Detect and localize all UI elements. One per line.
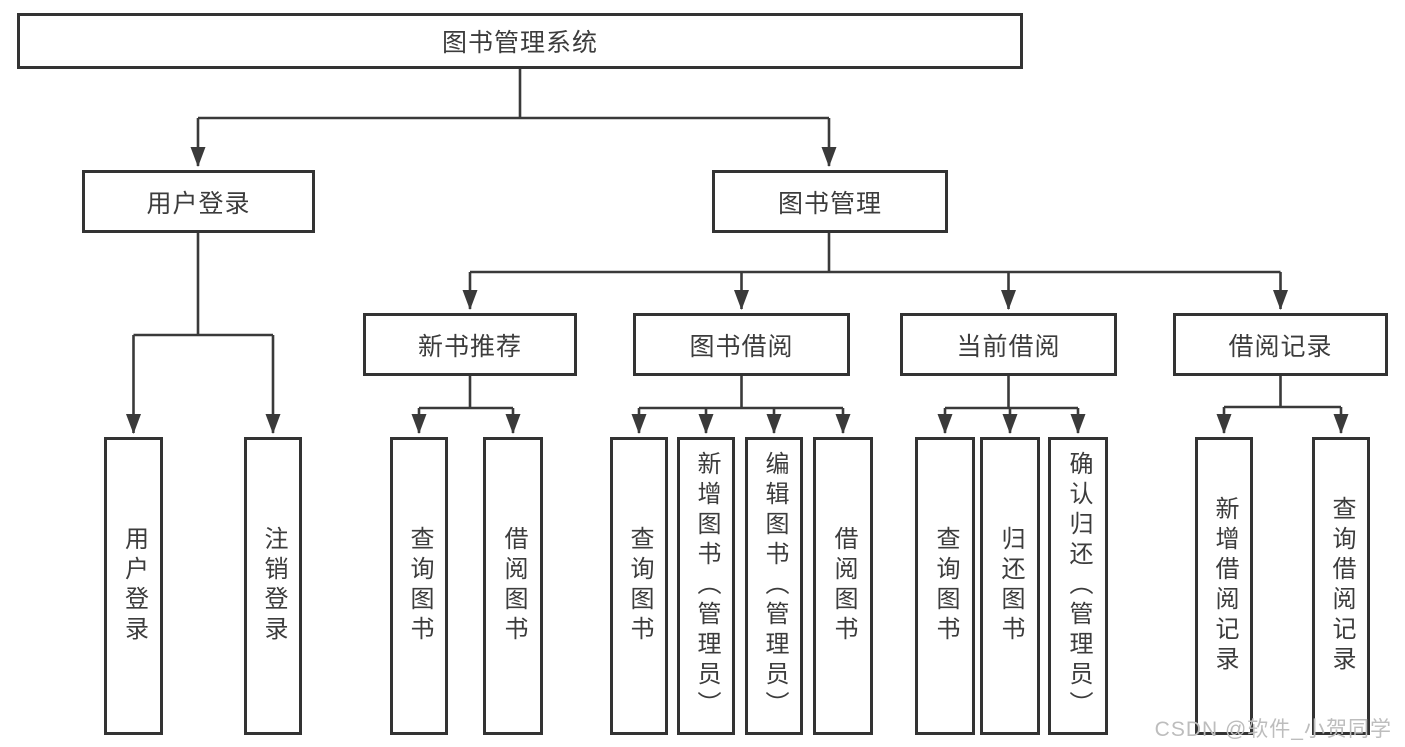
node-label: 查询图书 [932, 526, 959, 646]
node-label: 借阅记录 [1228, 332, 1333, 361]
leaf-query-borrow-record: 查询借阅记录 [1312, 437, 1370, 735]
leaf-confirm-return-admin: 确认归还（管理员） [1048, 437, 1108, 735]
node-library-management-system: 图书管理系统 [17, 13, 1023, 69]
leaf-add-books-admin: 新增图书（管理员） [677, 437, 735, 735]
node-label: 注销登录 [260, 526, 287, 646]
node-user-login: 用户登录 [82, 170, 315, 233]
node-label: 确认归还（管理员） [1065, 451, 1092, 721]
node-borrow-records: 借阅记录 [1173, 313, 1388, 376]
node-label: 查询图书 [406, 526, 433, 646]
leaf-borrow-books-1: 借阅图书 [483, 437, 543, 735]
node-current-borrow: 当前借阅 [900, 313, 1117, 376]
leaf-user-login: 用户登录 [104, 437, 163, 735]
leaf-return-books: 归还图书 [980, 437, 1040, 735]
node-label: 编辑图书（管理员） [761, 451, 788, 721]
node-label: 用户登录 [146, 189, 251, 218]
csdn-watermark: CSDN @软件_小贺同学 [1154, 718, 1392, 741]
leaf-query-books-2: 查询图书 [610, 437, 668, 735]
leaf-add-borrow-record: 新增借阅记录 [1195, 437, 1253, 735]
node-label: 新增借阅记录 [1211, 496, 1238, 676]
node-label: 图书管理 [777, 189, 882, 218]
node-label: 用户登录 [120, 526, 148, 646]
node-label: 查询借阅记录 [1328, 496, 1355, 676]
node-book-management: 图书管理 [712, 170, 948, 233]
leaf-query-books-1: 查询图书 [390, 437, 448, 735]
node-label: 归还图书 [997, 526, 1024, 646]
leaf-edit-books-admin: 编辑图书（管理员） [745, 437, 803, 735]
node-label: 图书管理系统 [441, 29, 598, 57]
node-label: 新书推荐 [417, 332, 522, 361]
node-label: 借阅图书 [830, 526, 857, 646]
node-label: 新增图书（管理员） [693, 451, 720, 721]
node-label: 查询图书 [626, 526, 653, 646]
node-book-borrow: 图书借阅 [633, 313, 850, 376]
node-label: 图书借阅 [689, 332, 794, 361]
node-new-book-recommend: 新书推荐 [363, 313, 577, 376]
leaf-query-books-3: 查询图书 [915, 437, 975, 735]
node-label: 借阅图书 [500, 526, 527, 646]
leaf-logout: 注销登录 [244, 437, 302, 735]
leaf-borrow-books-2: 借阅图书 [813, 437, 873, 735]
node-label: 当前借阅 [956, 332, 1061, 361]
